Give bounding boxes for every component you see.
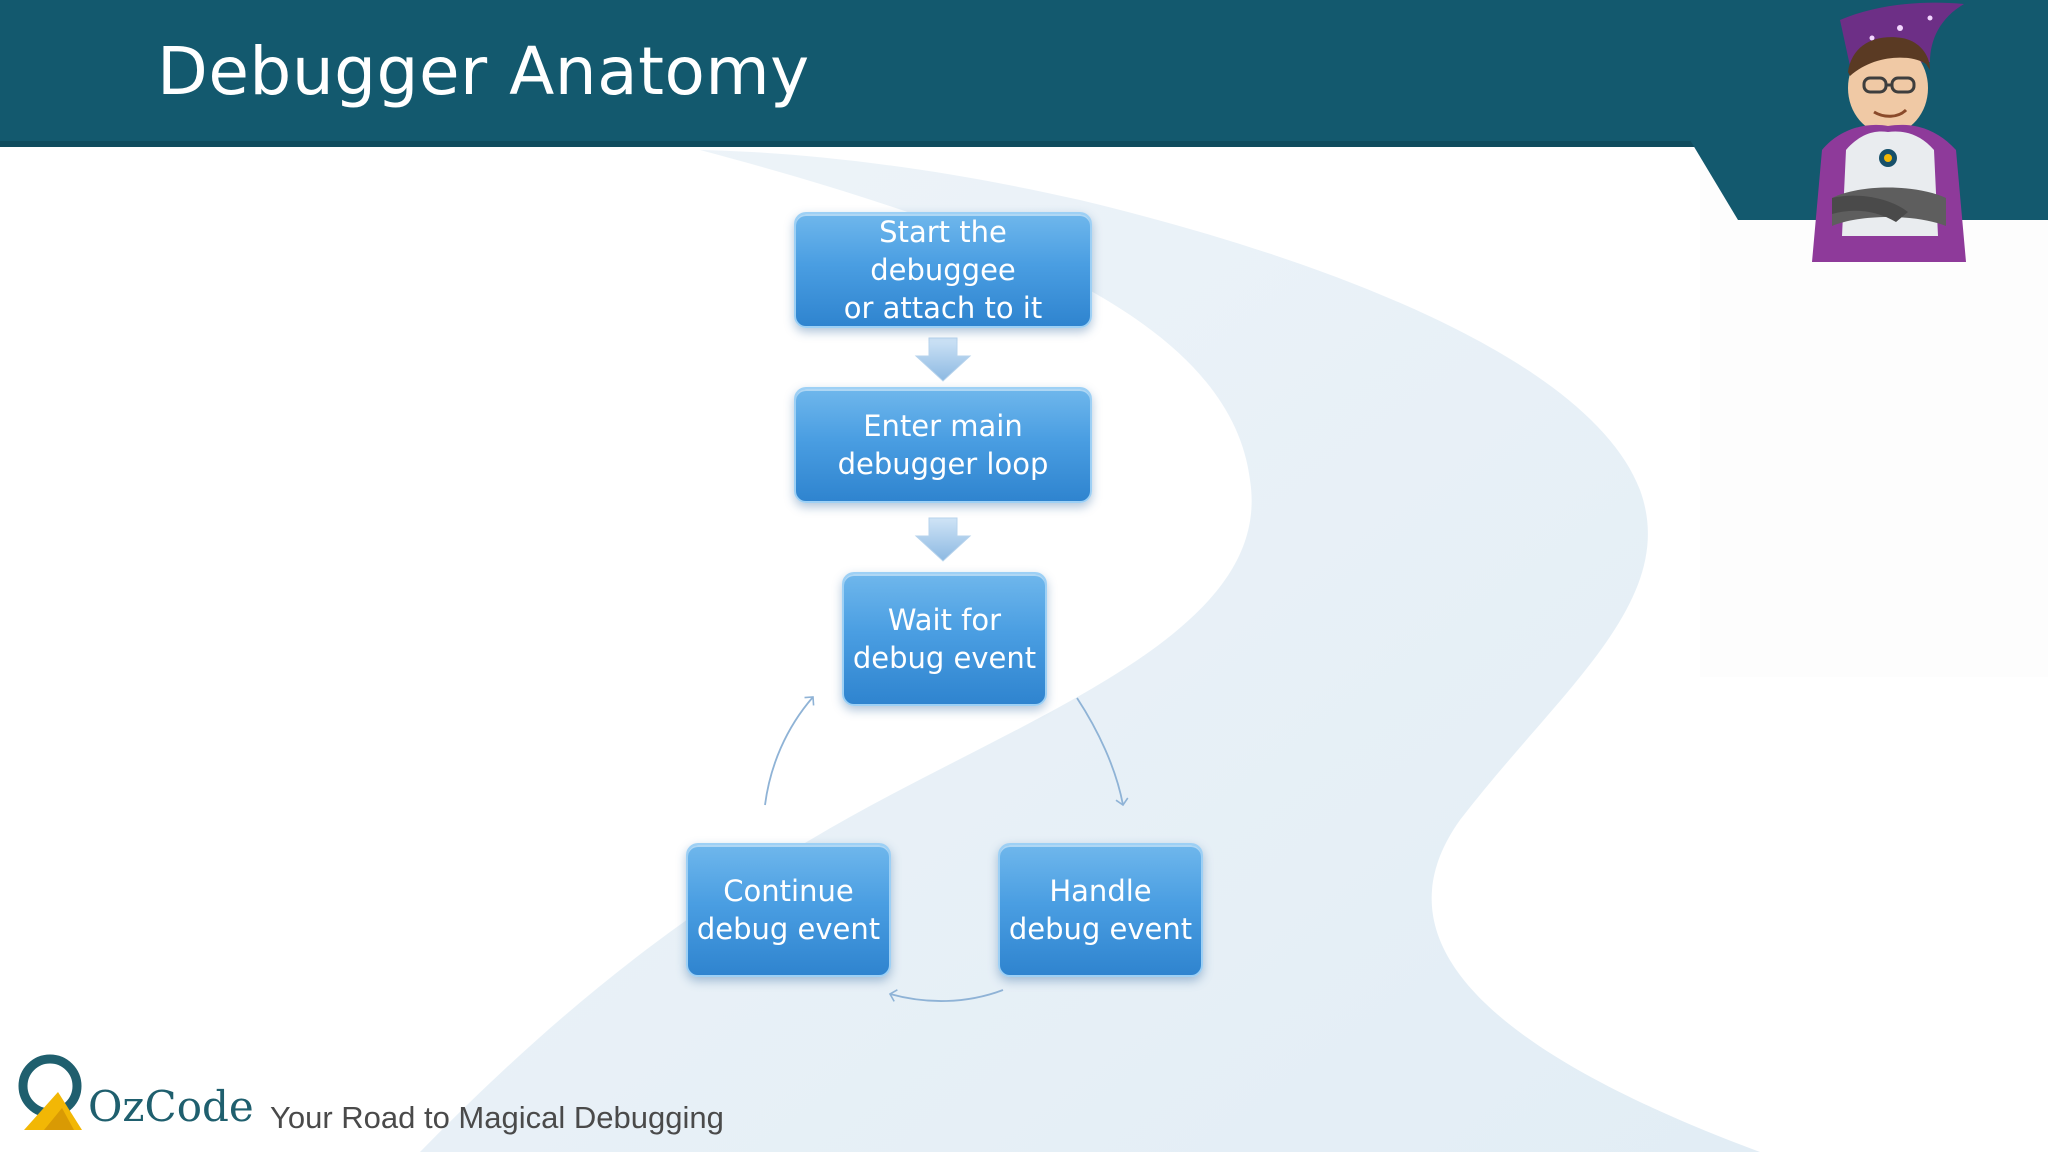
- ozcode-logo-icon: [18, 1054, 82, 1130]
- flow-node-handle-event: Handle debug event: [998, 843, 1203, 977]
- brand-tagline: Your Road to Magical Debugging: [270, 1100, 724, 1135]
- title-band: [0, 0, 2048, 147]
- wizard-mascot-icon: [1812, 2, 1966, 262]
- flow-node-start-debuggee: Start the debuggee or attach to it: [794, 212, 1092, 328]
- brand-name: OzCode: [88, 1082, 254, 1131]
- flow-node-enter-main-loop: Enter main debugger loop: [794, 387, 1092, 503]
- flow-node-continue-event: Continue debug event: [686, 843, 891, 977]
- flow-node-wait-for-event: Wait for debug event: [842, 572, 1047, 706]
- slide-title: Debugger Anatomy: [157, 33, 810, 110]
